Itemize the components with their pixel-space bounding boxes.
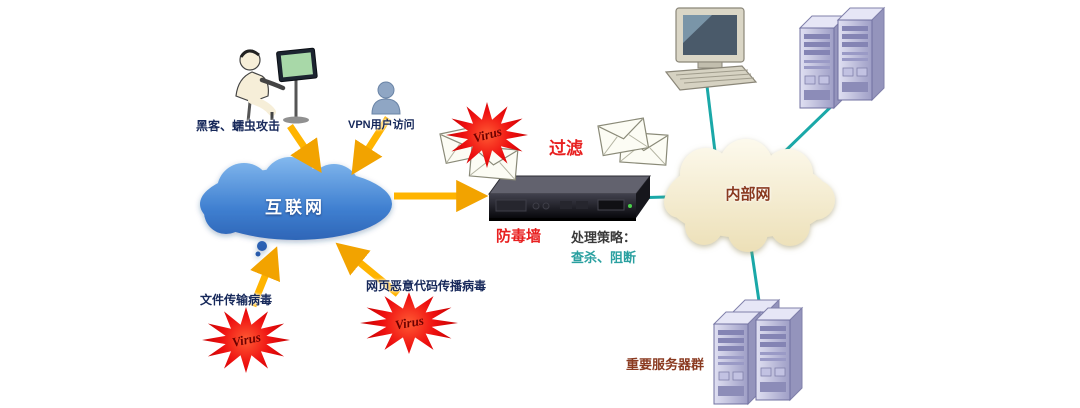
intranet-cloud: [664, 139, 835, 252]
firewall-label: 防毒墙: [496, 228, 542, 245]
arrow-webvirus-internet: [335, 242, 401, 297]
virus-label: Virus: [393, 312, 425, 333]
policy-actions-label: 查杀、阻断: [571, 250, 637, 265]
virus-label: Virus: [230, 329, 262, 350]
vpn-user-icon: [371, 81, 401, 115]
server-towers-top-icon: [799, 7, 885, 109]
web-virus-label: 网页恶意代码传播病毒: [366, 279, 487, 293]
internet-cloud: [200, 157, 392, 257]
policy-title-label: 处理策略：: [571, 230, 637, 245]
desktop-computer-icon: [664, 7, 758, 91]
arrow-vpn-internet: [351, 116, 391, 176]
hacker-figure-icon: [235, 47, 318, 124]
arrow-filevirus-internet: [249, 246, 281, 308]
arrow-hacker-internet: [287, 124, 322, 173]
server-towers-bottom-icon: [713, 299, 803, 405]
vpn-access-label: VPN用户访问: [348, 119, 415, 131]
intranet-cloud-label: 内部网: [725, 186, 771, 203]
hacker-attack-label: 黑客、蠕虫攻击: [196, 119, 281, 133]
attack-arrows: [249, 116, 489, 308]
filter-label: 过滤: [549, 139, 583, 158]
internet-cloud-label: 互联网: [265, 198, 325, 217]
link-intranet-computer: [705, 84, 718, 162]
firewall-appliance-icon: [488, 175, 652, 221]
virus-label: Virus: [470, 123, 503, 146]
filtered-mail-icon: [597, 117, 669, 166]
file-virus-label: 文件传输病毒: [200, 293, 273, 307]
server-group-label: 重要服务器群: [626, 357, 705, 372]
